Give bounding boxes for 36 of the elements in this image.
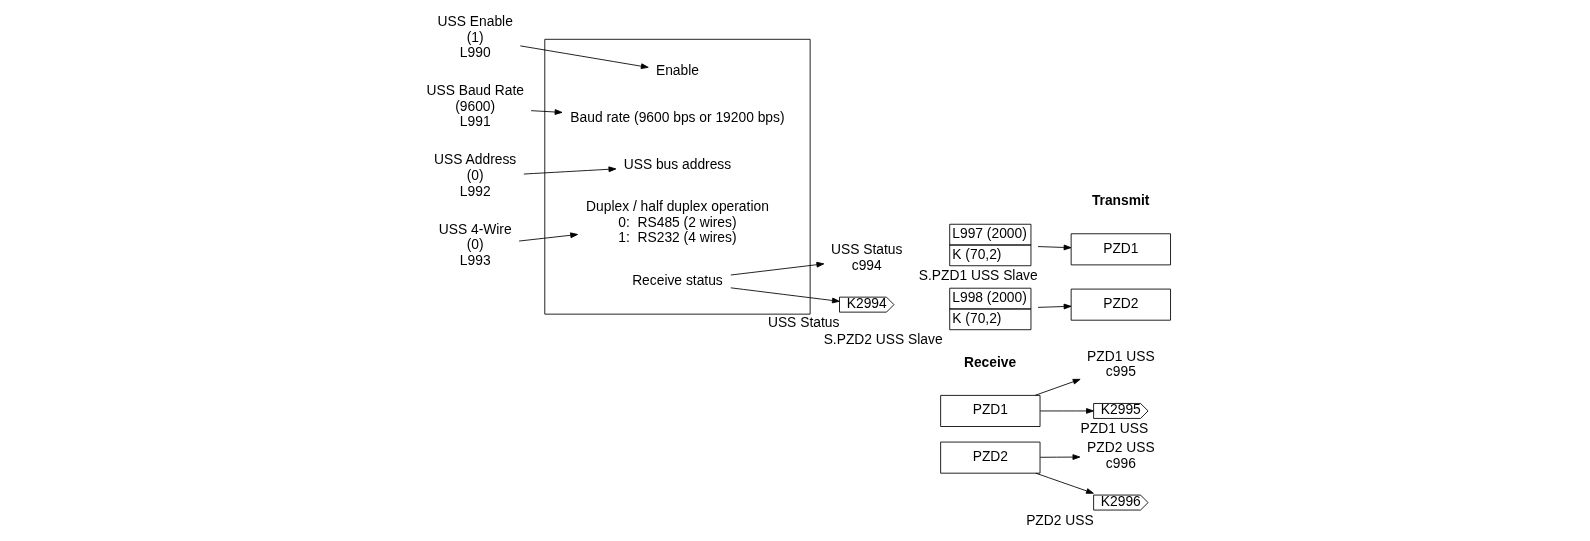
- node-box: PZD2: [1070, 288, 1171, 321]
- node-text: USS bus address: [623, 155, 732, 172]
- node-text: PZD2 USS c996: [1087, 439, 1155, 471]
- arrow: [519, 45, 649, 70]
- node-box: PZD1: [940, 394, 1041, 427]
- node-text: Receive status: [632, 271, 723, 288]
- arrow: [730, 261, 825, 276]
- arrow: [730, 287, 840, 304]
- arrow: [530, 109, 563, 115]
- node-label: S.PZD1 USS Slave: [918, 267, 1038, 284]
- node-label: S.PZD2 USS Slave: [823, 331, 943, 348]
- node-text: USS Address (0) L992: [434, 151, 517, 199]
- node-label: PZD1 USS: [1080, 420, 1149, 437]
- node-text: Baud rate (9600 bps or 19200 bps): [570, 109, 785, 126]
- node-text: USS Baud Rate (9600) L991: [426, 82, 524, 130]
- node-text: Duplex / half duplex operation 0: RS485 (2 wires) 1: RS232 (4 wires): [586, 198, 769, 246]
- arrow: [1039, 454, 1081, 460]
- node-label: PZD2 USS: [1026, 511, 1094, 528]
- arrow: [1035, 472, 1094, 494]
- node-box: PZD1: [1070, 233, 1171, 266]
- node-text: USS Status c994: [831, 241, 903, 273]
- node-text: PZD1 USS c995: [1087, 347, 1155, 380]
- label: Receive: [963, 353, 1017, 370]
- arrow: [518, 232, 579, 242]
- node-text: USS Enable (1) L990: [437, 13, 513, 61]
- cluster: [544, 38, 811, 315]
- node-box: PZD2: [940, 441, 1041, 474]
- arrow: [1037, 303, 1072, 310]
- label: Transmit: [1091, 192, 1150, 209]
- arrow: [523, 166, 617, 175]
- arrow: [1034, 378, 1081, 396]
- arrow: [1037, 244, 1072, 251]
- node-text: USS 4-Wire (0) L993: [438, 220, 512, 268]
- arrow: [1039, 408, 1094, 414]
- node-text: Enable: [655, 62, 699, 79]
- node-label: USS Status: [767, 313, 840, 330]
